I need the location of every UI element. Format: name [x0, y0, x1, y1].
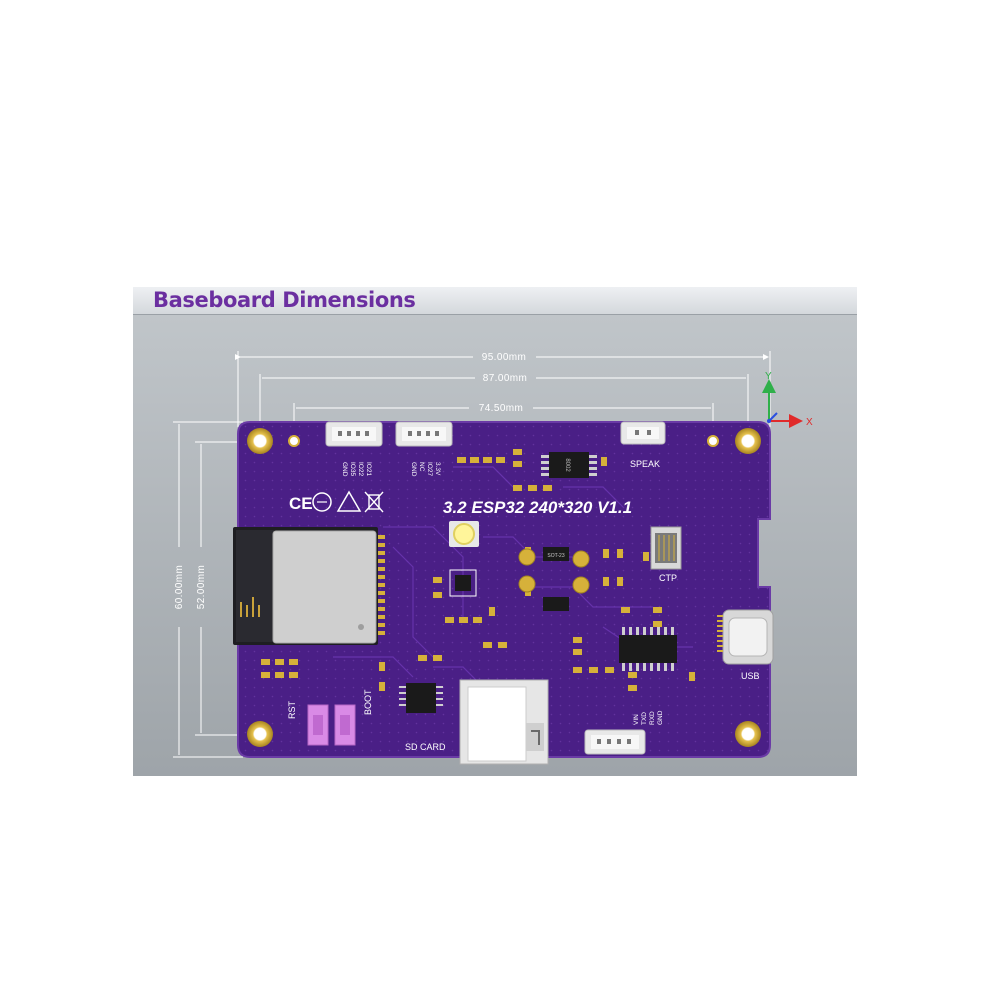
label-sd-card: SD CARD [405, 742, 446, 752]
dim-width-overall: 95.00mm [482, 352, 527, 363]
page-title: Baseboard Dimensions [153, 288, 416, 312]
pin-label: IO21 [365, 462, 372, 476]
panel-header: Baseboard Dimensions [133, 287, 857, 315]
connector-speaker [620, 421, 666, 445]
label-usb: USB [741, 671, 760, 681]
pin-label: GND [657, 710, 664, 725]
dim-width-inner: 74.50mm [479, 403, 524, 414]
chip-marking: SOT-23 [547, 553, 564, 559]
axis-x-label: X [806, 417, 813, 428]
sd-card-slot [459, 679, 549, 765]
ce-mark: CE [289, 494, 313, 513]
led [449, 521, 479, 547]
pin-label: IO27 [426, 462, 433, 476]
pin-label: RXD [649, 711, 656, 725]
board-title: 3.2 ESP32 240*320 V1.1 [443, 498, 632, 517]
audio-amp-ic: 8002 [541, 452, 597, 478]
pin-labels-conn1: GND IO35 IO22 IO21 [341, 462, 372, 477]
pin-label: GND [410, 462, 417, 477]
ctp-connector [650, 526, 682, 570]
boot-switch [334, 704, 356, 746]
label-rst: RST [287, 700, 297, 719]
cert-marks: CE [289, 490, 384, 513]
sd-level-ic [399, 683, 443, 713]
dimension-panel: Baseboard Dimensions [133, 287, 857, 776]
baseboard-diagram: 95.00mm 87.00mm 74.50mm 60.00mm 52.00mm … [173, 351, 813, 765]
mounting-holes [247, 428, 761, 747]
connector-uart [584, 729, 646, 755]
pin-labels-conn2: GND NC IO27 3.3V [410, 462, 441, 477]
pin-label: IO35 [349, 462, 356, 476]
label-ctp: CTP [659, 573, 677, 583]
usb-c-connector [717, 609, 774, 665]
pin-labels-uart: VIN TXD RXD GND [633, 710, 664, 725]
pin-label: NC [418, 462, 425, 472]
axis-triad [762, 379, 803, 428]
ic-marking: 8002 [564, 458, 570, 472]
pin-label: IO22 [357, 462, 364, 476]
ground-symbol-icon [312, 492, 332, 512]
label-speak: SPEAK [630, 459, 660, 469]
esd-warning-icon [336, 490, 362, 512]
rst-switch [307, 704, 329, 746]
usb-uart-ic [619, 627, 677, 671]
smd-components: SOT-23 [261, 449, 695, 691]
pin-label: 3.3V [434, 462, 441, 476]
axis-y-label: Y [765, 371, 772, 382]
connector-io-2 [395, 421, 453, 447]
dimension-lines [173, 351, 771, 758]
dim-height-holes: 52.00mm [196, 565, 207, 610]
pin-label: GND [341, 462, 348, 477]
dim-width-holes: 87.00mm [483, 373, 528, 384]
pin-label: VIN [633, 714, 640, 725]
label-boot: BOOT [363, 689, 373, 715]
esp32-module [233, 527, 385, 645]
weee-bin-icon [364, 491, 384, 513]
dim-height-overall: 60.00mm [174, 565, 185, 610]
connector-io-1 [325, 421, 383, 447]
pin-label: TXD [641, 712, 648, 725]
